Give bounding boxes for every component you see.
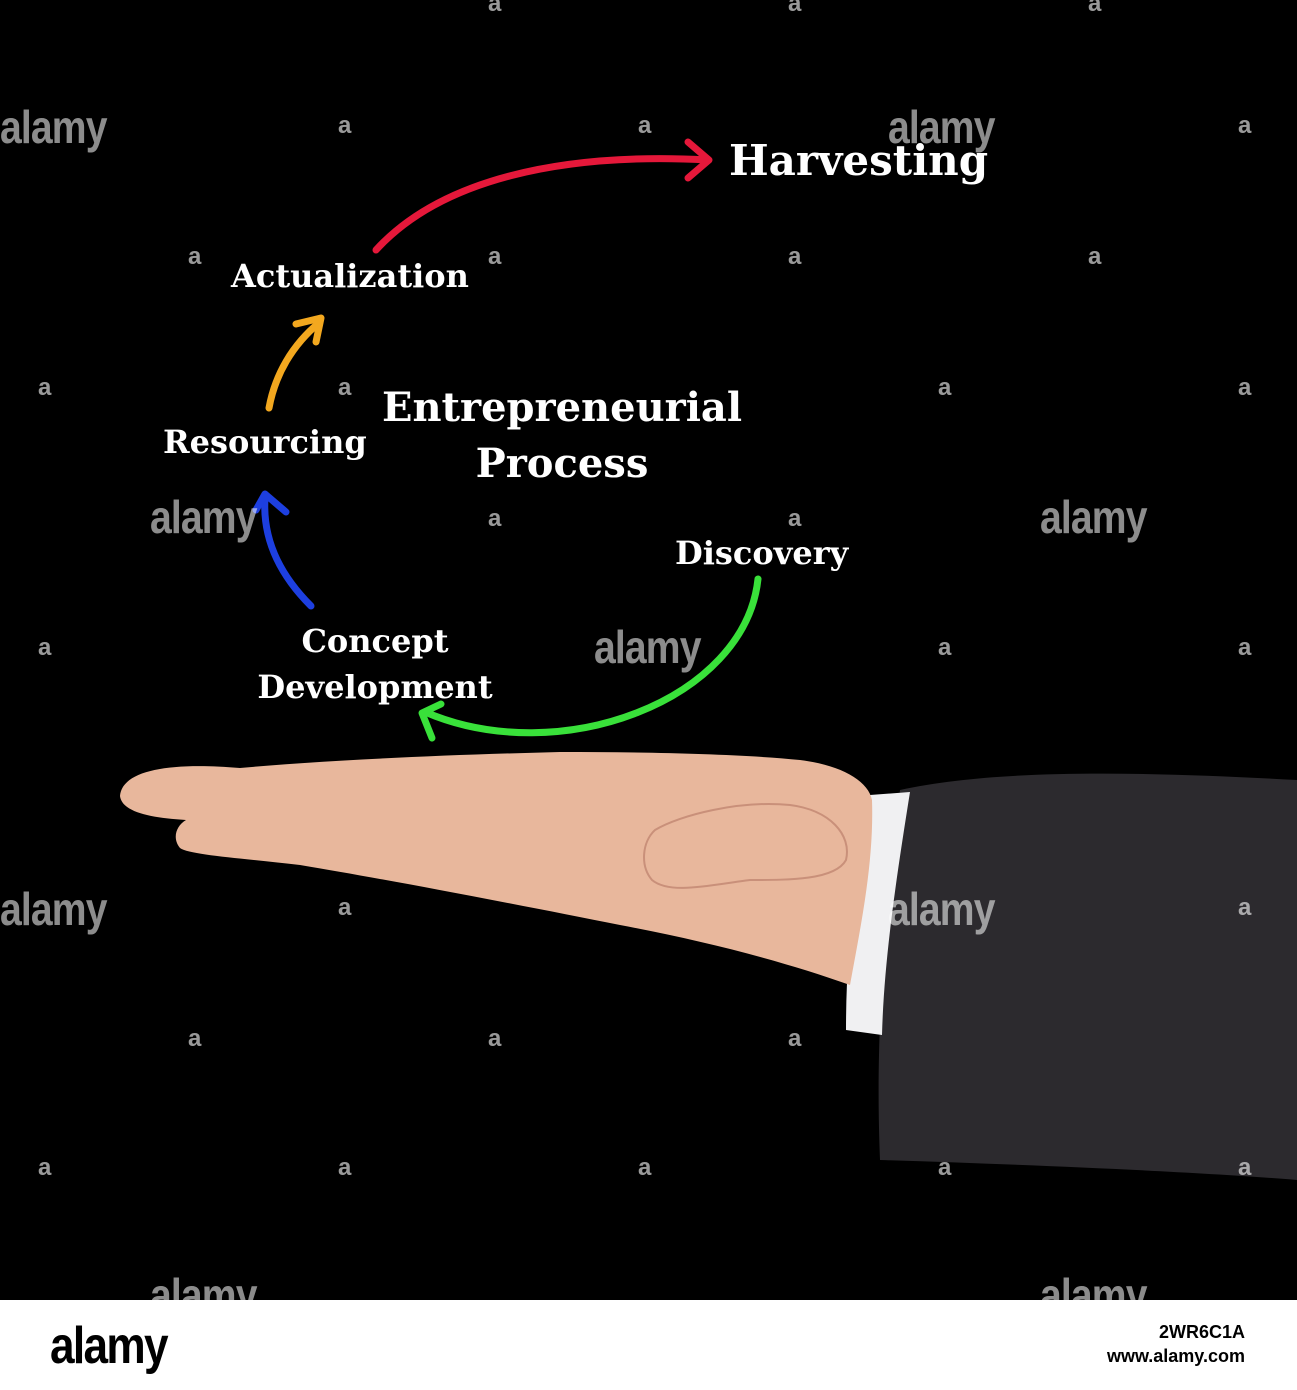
step-actualization: Actualization [231, 257, 469, 295]
watermark-mark: a [788, 243, 802, 270]
jacket-sleeve [878, 773, 1297, 1180]
watermark: alamy [888, 883, 995, 935]
watermark-mark: a [788, 0, 802, 17]
step-concept-line-1: Concept [301, 622, 449, 660]
watermark-mark: a [1238, 634, 1252, 661]
watermark-mark: a [1238, 1154, 1252, 1181]
watermark-mark: a [38, 374, 52, 401]
footer-url[interactable]: www.alamy.com [1106, 1346, 1245, 1366]
watermark-mark: a [788, 1025, 802, 1052]
arrow-concept-to-resourcing [252, 490, 315, 610]
step-resourcing: Resourcing [163, 423, 367, 461]
stock-footer: alamy 2WR6C1A www.alamy.com [0, 1300, 1297, 1390]
watermark-mark: a [488, 0, 502, 17]
watermark-mark: a [188, 1025, 202, 1052]
watermark-mark: a [938, 374, 952, 401]
footer-logo: alamy [50, 1317, 169, 1375]
step-concept-line-2: Development [257, 668, 493, 706]
footer-image-id: 2WR6C1A [1158, 1322, 1245, 1342]
watermark: alamy [0, 883, 107, 935]
watermark-mark: a [1238, 894, 1252, 921]
arrow-actualization-to-harvesting [372, 138, 713, 254]
watermark: alamy [1040, 491, 1147, 543]
diagram-title-line-2: Process [475, 440, 649, 487]
diagram-title: Entrepreneurial Process [372, 380, 752, 492]
arrow-resourcing-to-actualization [265, 314, 325, 412]
watermark-mark: a [38, 634, 52, 661]
watermark-mark: a [338, 1154, 352, 1181]
step-concept-development: Concept Development [255, 618, 495, 710]
open-palm-hand [120, 752, 873, 985]
watermark-mark: a [1238, 374, 1252, 401]
watermark-mark: a [938, 634, 952, 661]
watermark: alamy [594, 621, 701, 673]
step-discovery: Discovery [675, 534, 849, 572]
step-harvesting: Harvesting [729, 136, 989, 185]
watermark-mark: a [338, 374, 352, 401]
watermark-mark: a [188, 243, 202, 270]
hand-illustration [120, 752, 1297, 1180]
watermark-mark: a [938, 1154, 952, 1181]
watermark-mark: a [488, 505, 502, 532]
watermark-mark: a [488, 243, 502, 270]
watermark: alamy [888, 101, 995, 153]
watermark-mark: a [1088, 243, 1102, 270]
thumb [643, 803, 848, 889]
watermark-mark: a [1088, 0, 1102, 17]
arrow-discovery-to-concept [418, 575, 762, 742]
watermark-mark: a [638, 112, 652, 139]
watermark: alamy [150, 491, 257, 543]
watermark-mark: a [338, 894, 352, 921]
watermark-mark: a [38, 1154, 52, 1181]
watermark-mark: a [788, 505, 802, 532]
watermark: alamy [0, 101, 107, 153]
watermark-mark: a [488, 1025, 502, 1052]
watermark-mark: a [338, 112, 352, 139]
watermark-mark: a [1238, 112, 1252, 139]
watermark-mark: a [638, 1154, 652, 1181]
diagram-title-line-1: Entrepreneurial [381, 384, 743, 431]
